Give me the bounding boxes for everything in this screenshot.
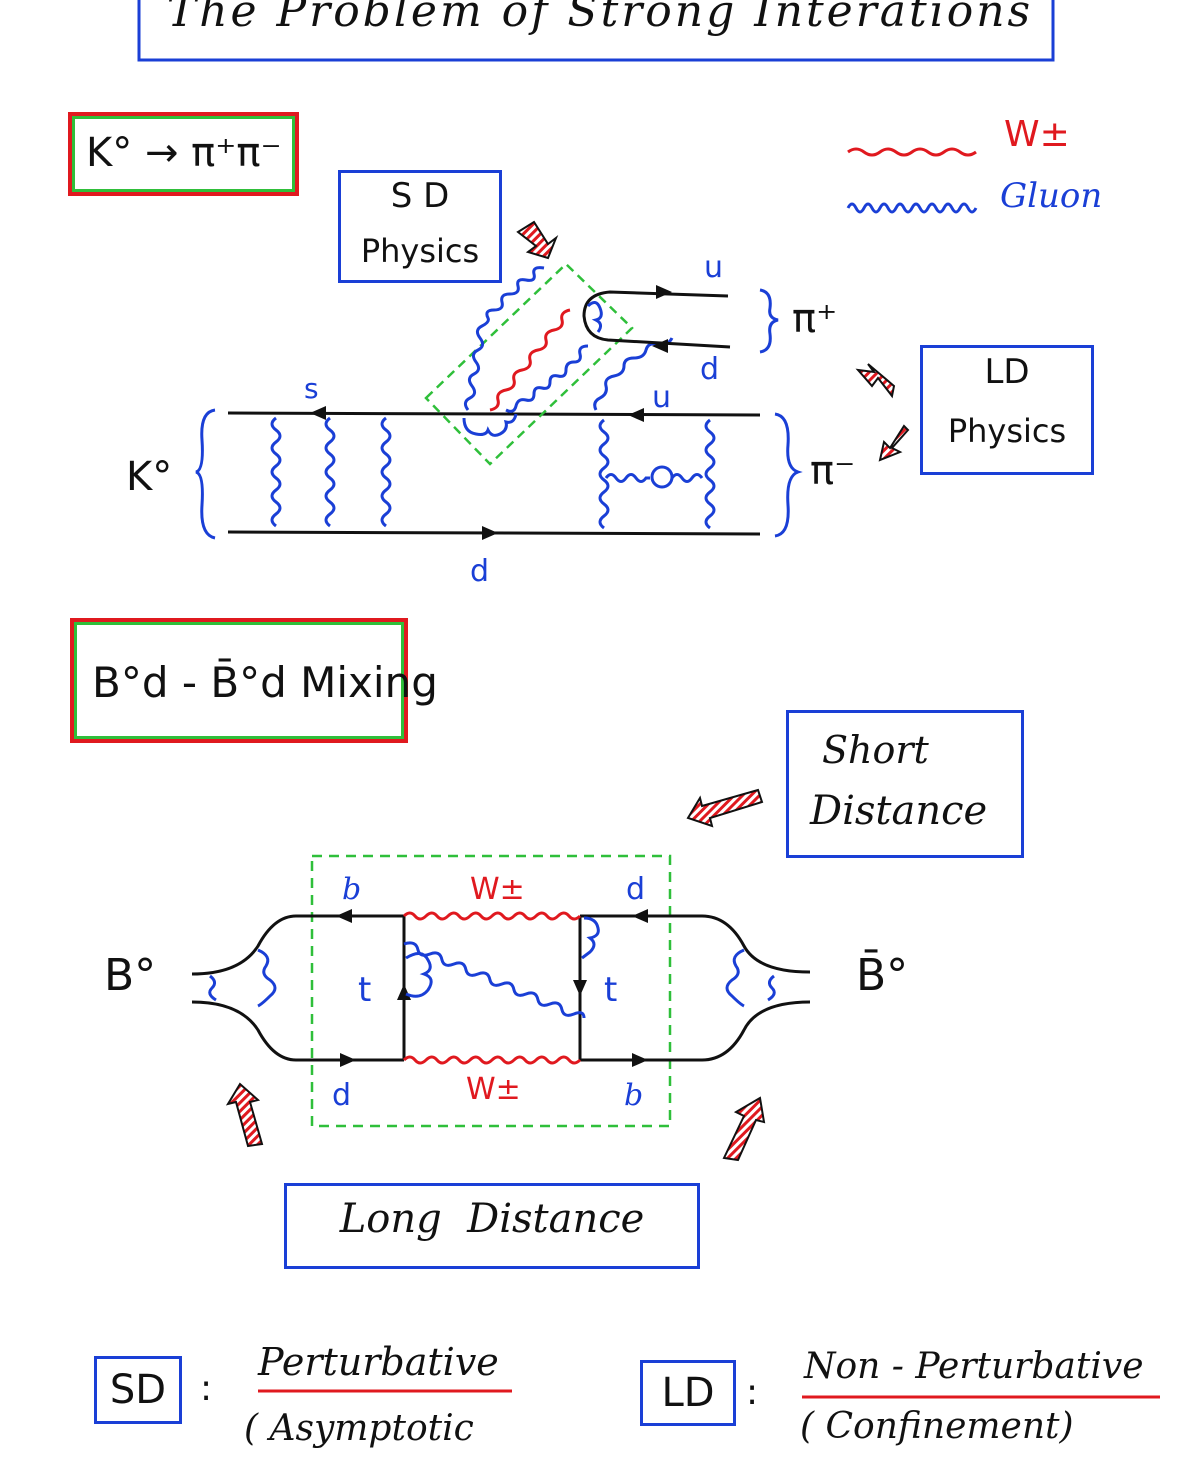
- gluon-vertical-5: [704, 418, 716, 530]
- gluon-around-w-2: [505, 344, 589, 413]
- quark-line-right-top: [580, 914, 811, 974]
- w-boson-top: [402, 911, 582, 921]
- legend-gluon-label: Gluon: [1000, 176, 1103, 216]
- gluon-vertical-4: [598, 418, 610, 530]
- arrow-b-top: [336, 909, 352, 923]
- meson-k0: K°: [126, 454, 173, 500]
- ld-description: Non - Perturbative: [804, 1346, 1144, 1387]
- arrow-d-top: [652, 339, 668, 353]
- quark-label-u-mid: u: [652, 380, 672, 415]
- short-distance-line2: Distance: [810, 788, 988, 834]
- arrow-long-distance-right: [722, 1096, 766, 1162]
- quark-label-d-bottom: d: [470, 554, 490, 589]
- arrow-ld-physics-1: [855, 363, 896, 399]
- meson-b0bar: B̄°: [856, 950, 909, 1001]
- arrow-t-left: [397, 984, 411, 1000]
- ld-parenthetical: ( Confinement): [800, 1406, 1074, 1447]
- legend-gluon-line: [846, 202, 978, 214]
- arrow-d-top-right: [632, 909, 648, 923]
- w-boson-bottom: [402, 1055, 582, 1065]
- arrow-s: [310, 406, 326, 420]
- top-quark-label-right: t: [604, 970, 618, 1010]
- arrow-u-top: [656, 285, 672, 299]
- page-title: The Problem of Strong Interations: [166, 0, 1034, 37]
- quark-line-u-top: [582, 290, 731, 349]
- ld-colon: :: [746, 1372, 759, 1413]
- long-distance-box: [284, 1183, 700, 1269]
- gluon-loop-bottom: [462, 413, 518, 437]
- quark-label-b-bottom: b: [624, 1078, 644, 1113]
- gluon-diagonal-b: [403, 941, 586, 1019]
- w-label-bottom: W±: [466, 1072, 521, 1107]
- ld-tag: LD: [640, 1360, 736, 1426]
- arrow-sd-physics: [516, 220, 559, 260]
- w-boson-kaon: [489, 308, 571, 412]
- gluon-loop-right-t: [581, 916, 600, 960]
- gluon-bulb-left-small: [208, 974, 217, 1002]
- ld-physics-box: [920, 345, 1094, 475]
- quark-label-b-top: b: [342, 872, 362, 907]
- gluon-pi-plus-loop: [586, 301, 603, 333]
- quark-label-d-top: d: [700, 352, 720, 387]
- sd-colon: :: [200, 1368, 213, 1409]
- arrow-b-bottom-right: [632, 1053, 648, 1067]
- quark-label-d-top-right: d: [626, 872, 646, 907]
- short-distance-line1: Short: [822, 728, 929, 772]
- arrow-d-bottom: [340, 1053, 356, 1067]
- arrow-ld-physics-2: [878, 424, 910, 462]
- short-distance-box: [786, 710, 1024, 858]
- long-distance-label: Long Distance: [339, 1196, 645, 1242]
- k0-brace: [195, 408, 216, 540]
- arrow-short-distance: [686, 788, 764, 828]
- gluon-loop-left-t: [405, 952, 433, 998]
- gluon-vertical-3: [380, 416, 392, 528]
- gluon-vertical-2: [324, 416, 336, 528]
- legend-w-line: [847, 147, 977, 157]
- sd-physics-line2: Physics: [360, 232, 480, 270]
- gluon-horizontal-loop: [604, 473, 704, 483]
- gluon-around-w-1: [463, 266, 545, 411]
- gluon-vertical-1: [270, 416, 282, 528]
- pi-plus-brace: [759, 288, 779, 354]
- bmix-box: [70, 618, 408, 743]
- sd-region-kaon: [424, 262, 634, 466]
- gluon-bulb-right-small: [767, 974, 776, 1002]
- gluon-bulb-right: [725, 948, 745, 1008]
- quark-line-right-bottom: [580, 1000, 811, 1062]
- sd-description: Perturbative: [258, 1340, 499, 1384]
- arrow-u-mid: [628, 408, 644, 422]
- kaon-decay-box: [68, 112, 299, 196]
- pi-minus-brace: [774, 412, 803, 538]
- top-quark-label-left: t: [358, 970, 372, 1010]
- quark-line-left-bottom: [191, 1000, 404, 1062]
- ld-physics-line1: LD: [984, 352, 1030, 392]
- quark-label-s: s: [304, 372, 319, 405]
- arrow-long-distance-left: [225, 1082, 264, 1148]
- arrow-d: [482, 526, 498, 540]
- arrow-t-right: [573, 980, 587, 996]
- sd-parenthetical: ( Asymptotic: [244, 1408, 474, 1449]
- quark-label-d-bottom-left: d: [332, 1078, 352, 1113]
- gluon-bulb-left: [257, 948, 277, 1008]
- kaon-decay-label: K° → π⁺π⁻: [86, 130, 282, 176]
- bmix-label: B°d - B̄°d Mixing: [92, 658, 438, 707]
- quark-line-s: [227, 411, 761, 417]
- quark-line-left-top: [191, 914, 404, 976]
- w-label-top: W±: [470, 872, 525, 907]
- sd-region-bmix: [310, 854, 672, 1128]
- sd-physics-line1: S D: [390, 176, 450, 216]
- meson-pi-plus: π⁺: [792, 296, 838, 342]
- legend-w-label: W±: [1004, 114, 1070, 155]
- sd-physics-box: [338, 170, 502, 283]
- meson-pi-minus: π⁻: [810, 448, 856, 494]
- title-box: [137, 0, 1055, 62]
- ld-physics-line2: Physics: [947, 412, 1067, 450]
- meson-b0: B°: [104, 950, 157, 1001]
- quark-loop-circle: [650, 465, 674, 489]
- quark-label-u-top: u: [704, 250, 724, 285]
- sd-tag: SD: [94, 1356, 182, 1424]
